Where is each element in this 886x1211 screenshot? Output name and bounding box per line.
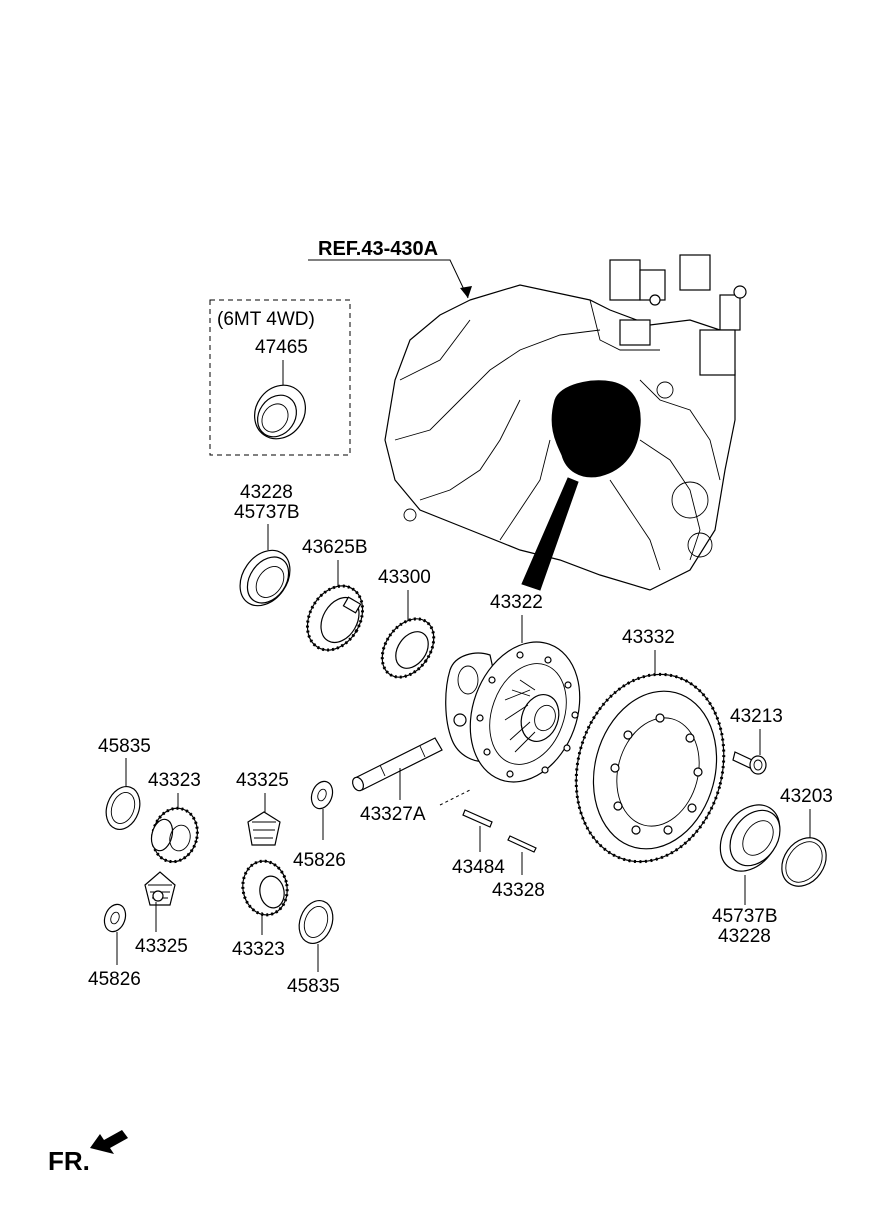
transaxle-housing <box>384 254 747 591</box>
part-label-43323-upper: 43323 <box>148 770 201 791</box>
front-direction-label: FR. <box>48 1146 90 1176</box>
bolt-43213 <box>732 751 767 775</box>
reference-arrowhead <box>460 286 472 298</box>
thrust-washer-45826-right <box>310 780 334 810</box>
pin-43328 <box>507 835 537 853</box>
part-label-47465: 47465 <box>255 337 308 358</box>
part-label-43325-left: 43325 <box>135 936 188 957</box>
differential-opening-pointer <box>551 380 641 478</box>
part-label-43625B: 43625B <box>302 537 368 558</box>
part-label-43203: 43203 <box>780 786 833 807</box>
option-box-title: (6MT 4WD) <box>217 309 315 330</box>
part-label-43228-lower: 43228 <box>718 926 771 947</box>
bearing-43228-upper <box>239 549 291 607</box>
part-label-43484: 43484 <box>452 857 505 878</box>
pinion-gear-43325-right <box>247 811 281 846</box>
part-label-43213: 43213 <box>730 706 783 727</box>
gear-43300 <box>380 617 436 679</box>
pin-guide-line <box>439 789 471 806</box>
ring-gear-43332 <box>574 672 726 864</box>
pin-43484 <box>462 809 493 828</box>
thrust-washer-45835-upper <box>105 786 141 830</box>
side-gear-43323-upper <box>150 806 199 864</box>
front-direction-arrow-icon <box>90 1130 128 1154</box>
pinion-gear-43325-left <box>144 871 176 906</box>
thrust-washer-45826-left <box>103 903 127 933</box>
option-box <box>209 299 351 456</box>
part-label-43327A: 43327A <box>360 804 426 825</box>
thrust-washer-45835-lower <box>298 900 334 944</box>
part-label-43325-right: 43325 <box>236 770 289 791</box>
side-gear-43323-lower <box>241 859 289 917</box>
reference-leader <box>308 259 469 299</box>
part-label-45835-upper: 45835 <box>98 736 151 757</box>
part-label-43328: 43328 <box>492 880 545 901</box>
reference-label: REF.43-430A <box>318 238 438 260</box>
part-label-45835-lower: 45835 <box>287 976 340 997</box>
part-label-45737B-upper: 45737B <box>234 502 300 523</box>
pinion-shaft-43327A <box>351 737 443 792</box>
differential-case-43322 <box>445 641 581 783</box>
snap-ring-43203 <box>781 837 827 887</box>
part-label-43323-lower: 43323 <box>232 939 285 960</box>
part-label-43332: 43332 <box>622 627 675 648</box>
part-label-43228-upper: 43228 <box>240 482 293 503</box>
part-label-45826-left: 45826 <box>88 969 141 990</box>
part-label-43300: 43300 <box>378 567 431 588</box>
part-label-45737B-lower: 45737B <box>712 906 778 927</box>
part-label-45826-right: 45826 <box>293 850 346 871</box>
drive-gear-43625B <box>305 584 365 652</box>
oil-seal-47465 <box>254 384 306 440</box>
bearing-45737B-lower <box>719 804 781 872</box>
part-label-43322: 43322 <box>490 592 543 613</box>
